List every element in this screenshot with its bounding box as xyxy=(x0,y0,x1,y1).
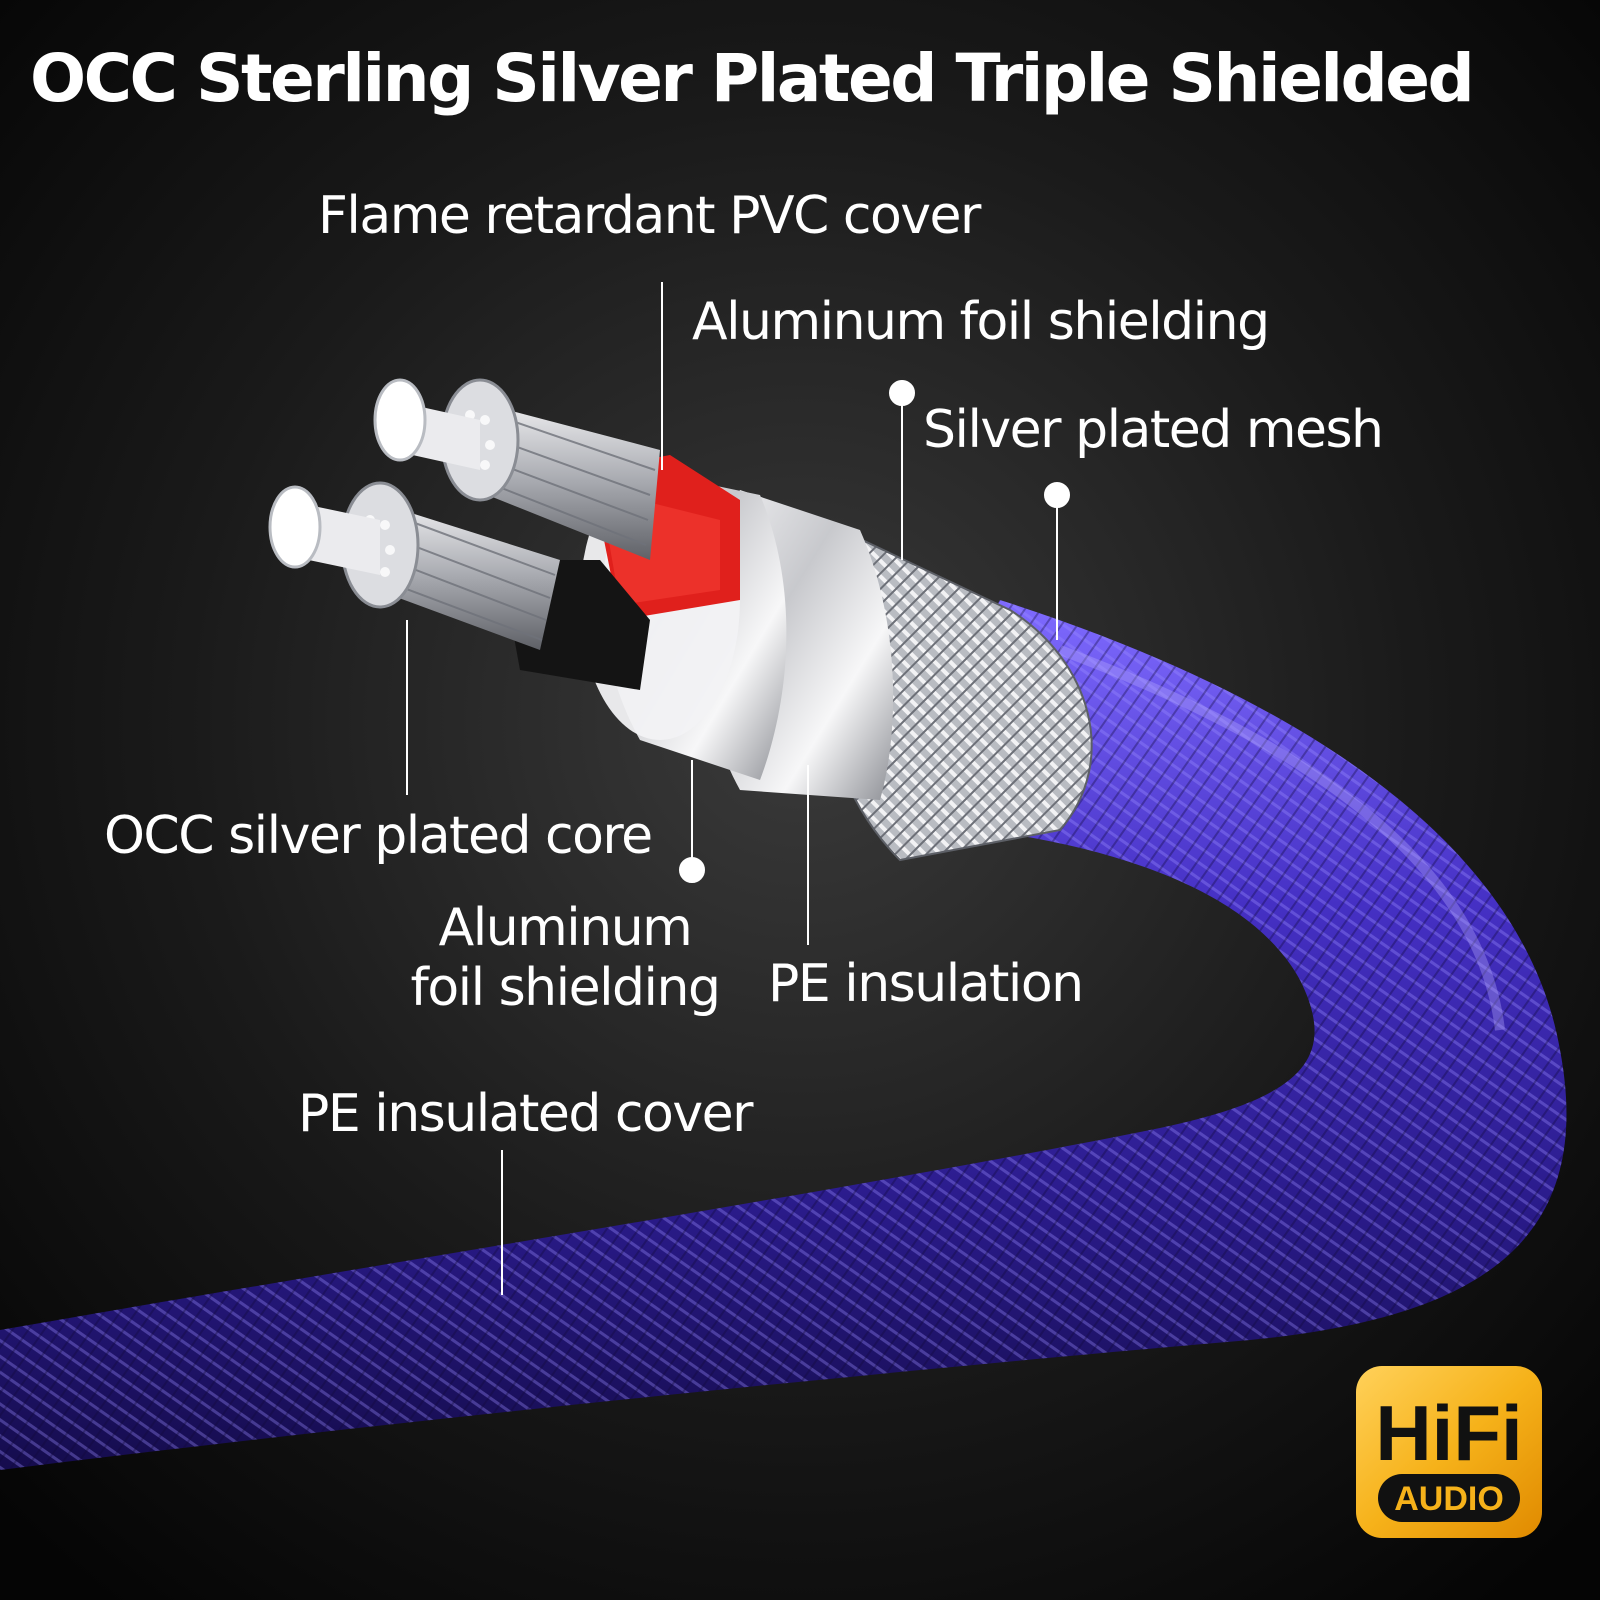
label-aluminum-foil-bottom: Aluminum foil shielding xyxy=(410,898,721,1018)
label-pe-insulation: PE insulation xyxy=(768,954,1084,1014)
dot-mesh xyxy=(1044,482,1070,508)
dot-foil-top xyxy=(889,380,915,406)
lower-conductor-strands xyxy=(268,481,560,650)
label-silver-plated-mesh: Silver plated mesh xyxy=(923,400,1384,460)
dot-foil-bottom xyxy=(679,857,705,883)
label-pe-insulated-cover: PE insulated cover xyxy=(298,1084,753,1144)
badge-audio-text: AUDIO xyxy=(1394,1480,1504,1518)
leader-lines xyxy=(406,282,1070,1295)
badge-hifi-text: HiFi xyxy=(1375,1389,1522,1477)
page-title: OCC Sterling Silver Plated Triple Shield… xyxy=(30,40,1475,117)
upper-conductor-strands xyxy=(373,378,660,560)
label-occ-core: OCC silver plated core xyxy=(104,806,653,866)
hifi-audio-badge: HiFi AUDIO xyxy=(1356,1366,1542,1538)
cable-jacket xyxy=(0,600,1567,1470)
badge-audio-pill xyxy=(1378,1474,1520,1522)
label-aluminum-foil-top: Aluminum foil shielding xyxy=(692,292,1270,352)
label-flame-retardant-cover: Flame retardant PVC cover xyxy=(318,186,981,246)
